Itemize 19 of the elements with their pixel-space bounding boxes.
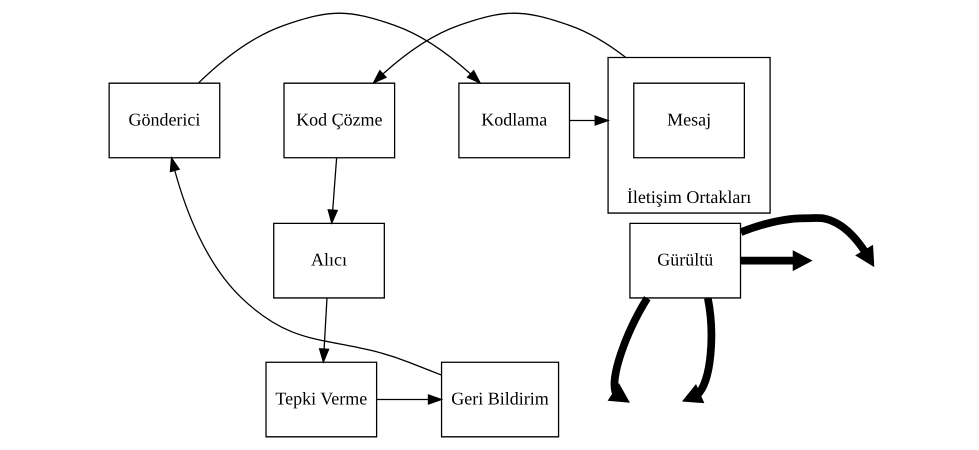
arrow bbox=[569, 115, 610, 126]
node-box: Kodlama bbox=[458, 82, 570, 158]
node-box: Mesaj bbox=[632, 82, 745, 158]
arrow bbox=[376, 394, 443, 405]
arrow bbox=[740, 250, 812, 272]
arrow bbox=[318, 298, 330, 364]
node-box: Kod Çözme bbox=[282, 82, 395, 158]
arrow bbox=[372, 12, 626, 84]
arrow bbox=[681, 297, 715, 404]
arrow bbox=[739, 214, 874, 268]
arrow bbox=[607, 296, 650, 403]
node-box: Gönderici bbox=[108, 82, 220, 158]
arrow bbox=[169, 156, 441, 376]
node-box: Alıcı bbox=[272, 222, 384, 299]
arrow bbox=[198, 12, 481, 84]
node-box: Geri Bildirim bbox=[440, 362, 559, 438]
node-box: Gürültü bbox=[628, 222, 741, 299]
node-box: Tepki Verme bbox=[264, 362, 377, 438]
arrow bbox=[326, 158, 338, 225]
